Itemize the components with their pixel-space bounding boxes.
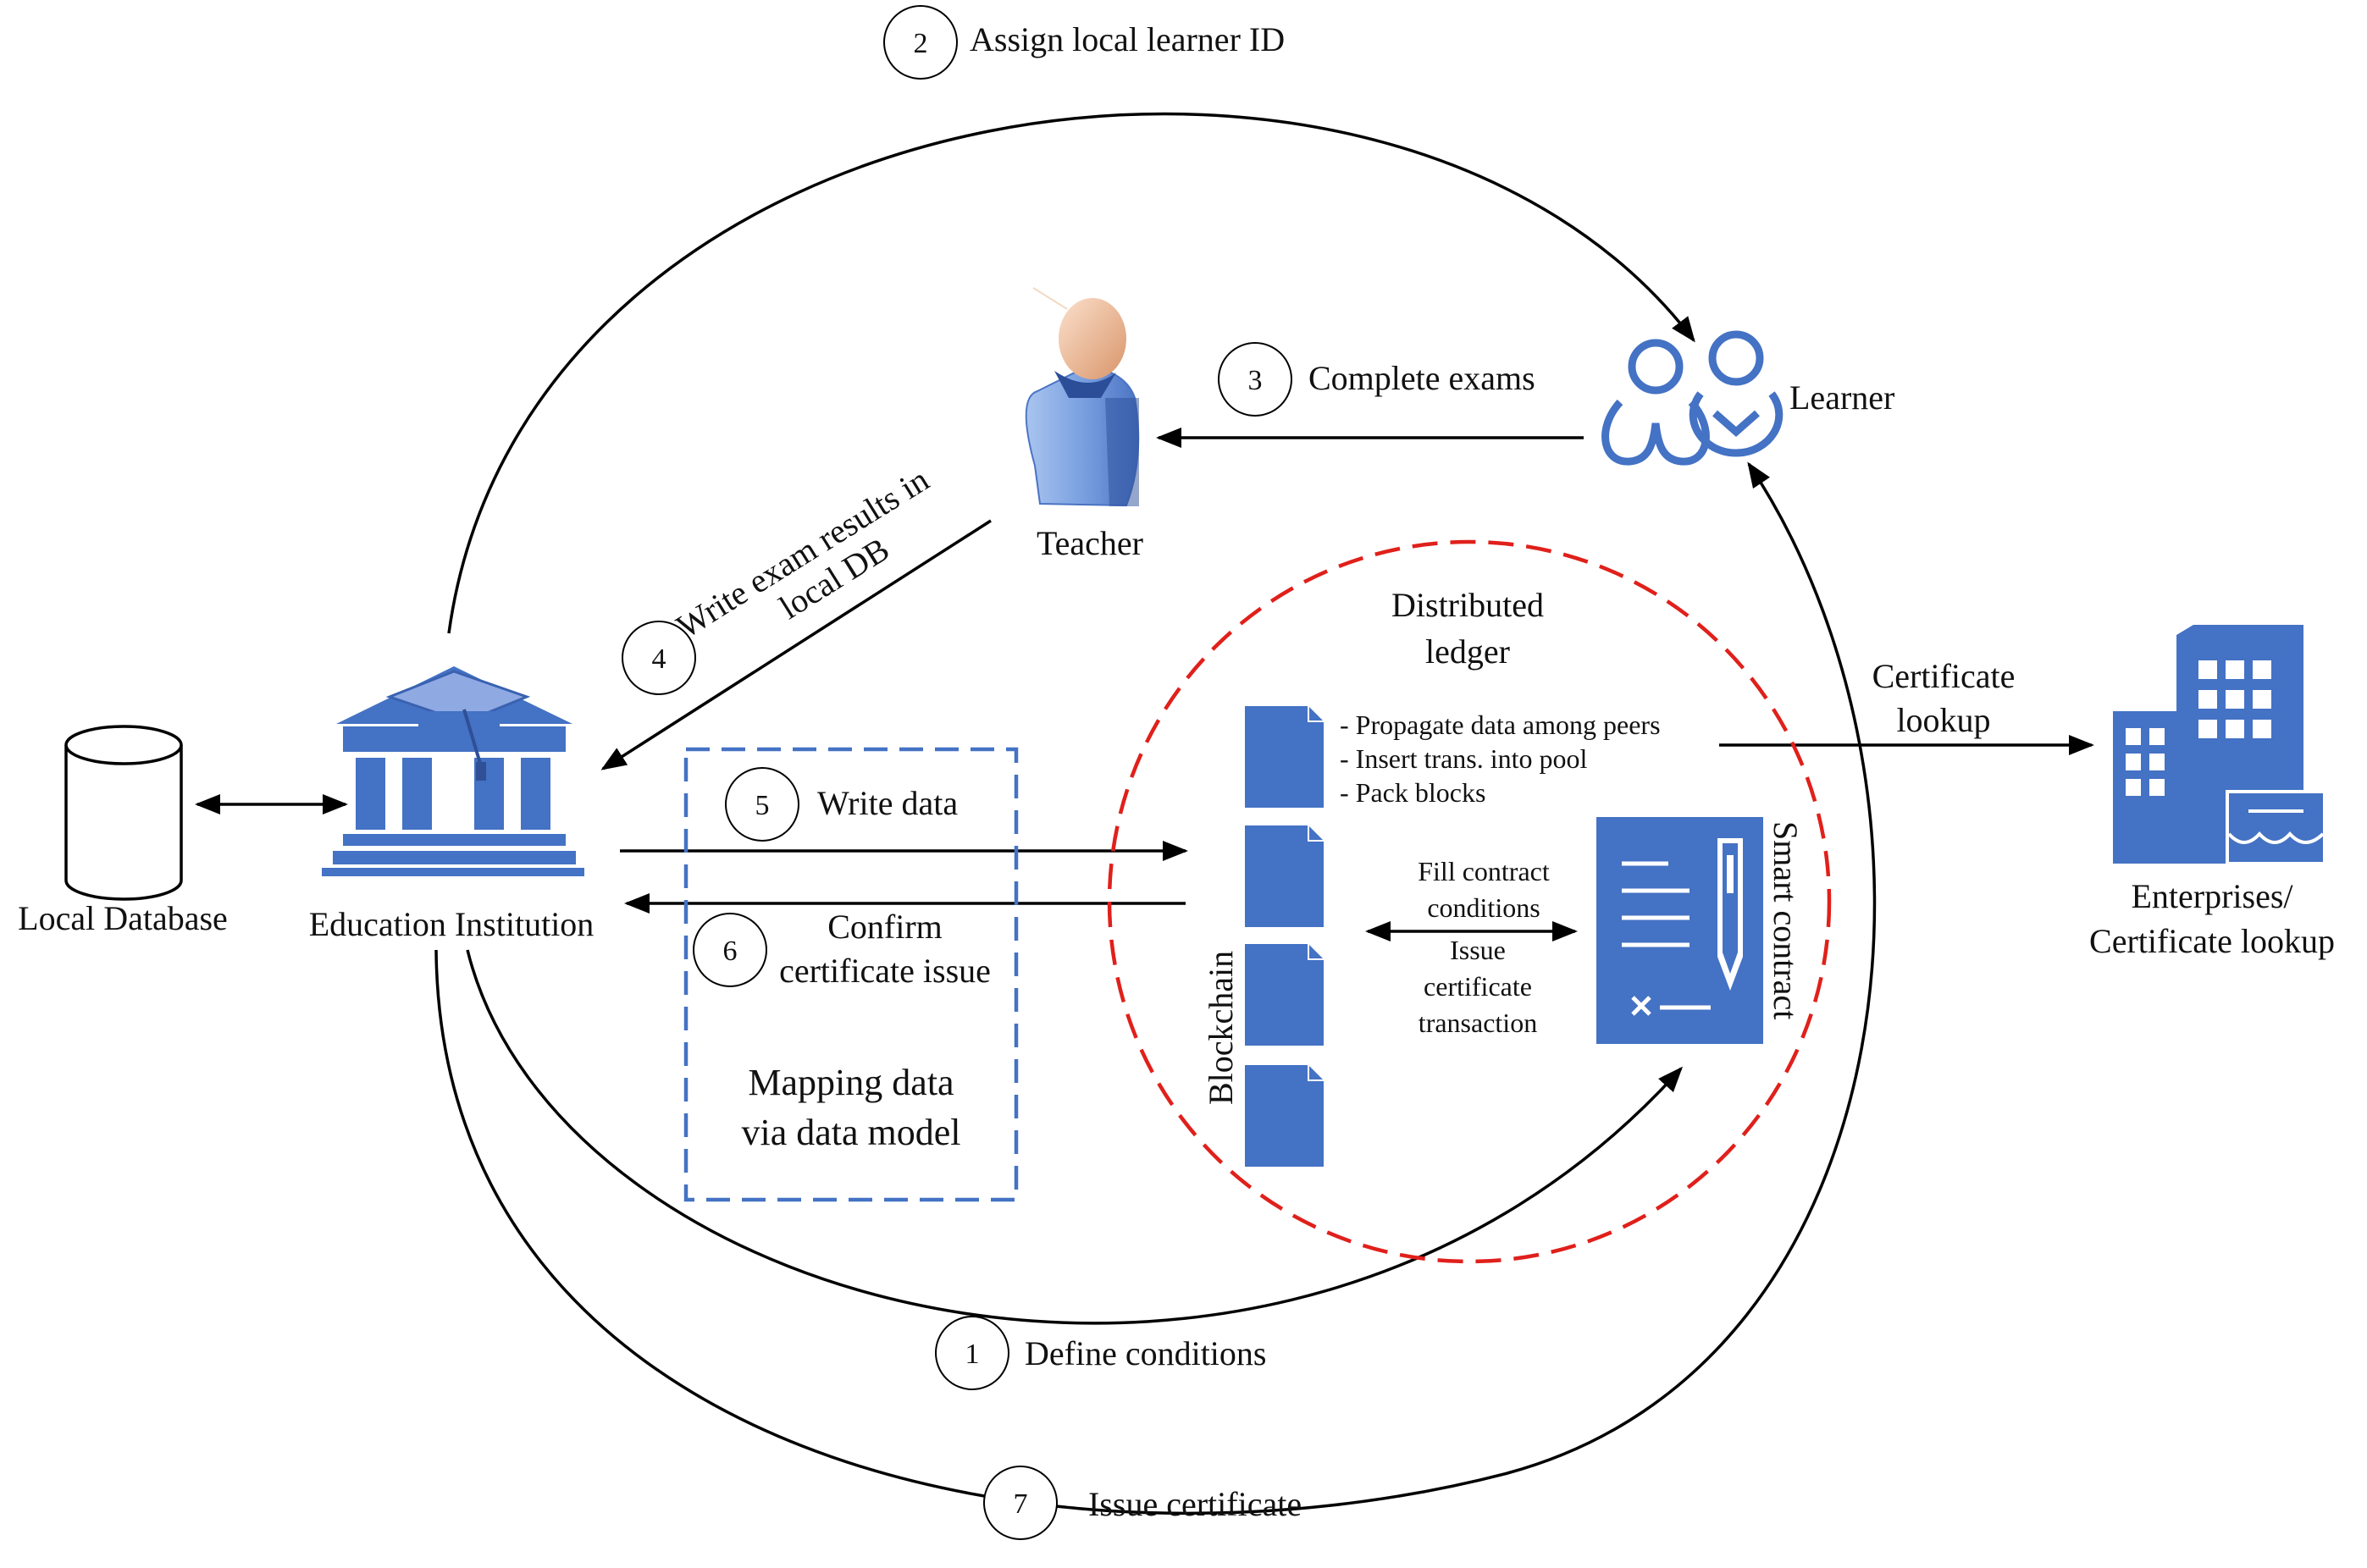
step-7-circle	[983, 1466, 1058, 1540]
learner-label: Learner	[1789, 378, 1894, 417]
step-2-circle	[883, 5, 958, 80]
mapping-data-box	[683, 747, 1019, 1202]
block-2	[1245, 825, 1324, 927]
mapping-box-line1: Mapping data	[748, 1062, 954, 1103]
institution-icon	[322, 666, 584, 876]
mapping-box-line2: via data model	[741, 1112, 960, 1153]
ledger-op-pack: - Pack blocks	[1340, 777, 1485, 808]
education-institution-label: Education Institution	[309, 905, 595, 943]
define-conditions-arc	[466, 949, 1684, 1325]
step-5-number: 5	[755, 790, 770, 821]
teacher-icon	[1025, 287, 1140, 507]
smart-contract-label: Smart contract	[1767, 821, 1805, 1019]
step-3-circle	[1218, 342, 1292, 417]
step-6-number: 6	[723, 936, 738, 967]
fill-conditions-line2: conditions	[1427, 892, 1540, 923]
step-5-label: Write data	[817, 784, 958, 822]
issue-transaction-line3: transaction	[1419, 1008, 1537, 1038]
write-results-arrow	[600, 519, 992, 770]
local-database-label: Local Database	[18, 899, 228, 937]
enterprises-label-line2: Certificate lookup	[2089, 922, 2335, 960]
ledger-op-insert: - Insert trans. into pool	[1340, 743, 1588, 774]
step-circles	[622, 5, 1292, 1540]
certificate-lookup-line2: lookup	[1896, 701, 1990, 739]
enterprises-icon	[2113, 625, 2326, 865]
blockchain-label: Blockchain	[1202, 951, 1240, 1105]
step-4-circle	[622, 621, 696, 695]
step-2-number: 2	[914, 28, 928, 59]
teacher-label: Teacher	[1037, 524, 1143, 562]
enterprises-label-line1: Enterprises/	[2131, 877, 2293, 915]
learner-icon	[1601, 330, 1784, 466]
step-7-label: Issue certificate	[1088, 1485, 1302, 1523]
certificate-lookup-line1: Certificate	[1872, 657, 2016, 695]
distributed-ledger-label-line1: Distributed	[1391, 586, 1544, 624]
block-4	[1245, 1065, 1324, 1167]
step-5-circle	[725, 767, 799, 842]
step-2-label: Assign local learner ID	[970, 20, 1285, 58]
issue-certificate-arc	[434, 461, 1877, 1516]
distributed-ledger-boundary	[1107, 539, 1832, 1264]
fill-conditions-line1: Fill contract	[1418, 856, 1550, 886]
step-3-label: Complete exams	[1308, 359, 1535, 397]
step-1-number: 1	[965, 1339, 980, 1370]
database-icon	[64, 725, 183, 901]
step-1-label: Define conditions	[1025, 1334, 1267, 1372]
block-3	[1245, 944, 1324, 1046]
ledger-op-propagate: - Propagate data among peers	[1340, 709, 1661, 740]
smart-contract-icon	[1596, 817, 1763, 1044]
step-4-number: 4	[652, 643, 666, 675]
assign-id-arc	[447, 112, 1695, 634]
issue-transaction-line2: certificate	[1424, 971, 1532, 1002]
step-6-label-line2: certificate issue	[779, 952, 991, 990]
block-1	[1245, 706, 1324, 808]
issue-transaction-line1: Issue	[1450, 935, 1506, 965]
step-7-number: 7	[1014, 1488, 1028, 1520]
distributed-ledger-label-line2: ledger	[1425, 632, 1510, 671]
step-6-circle	[693, 913, 767, 987]
step-3-number: 3	[1248, 365, 1263, 396]
step-6-label-line1: Confirm	[827, 908, 943, 946]
blockchain-blocks	[1245, 706, 1324, 1167]
step-1-circle	[935, 1316, 1009, 1390]
